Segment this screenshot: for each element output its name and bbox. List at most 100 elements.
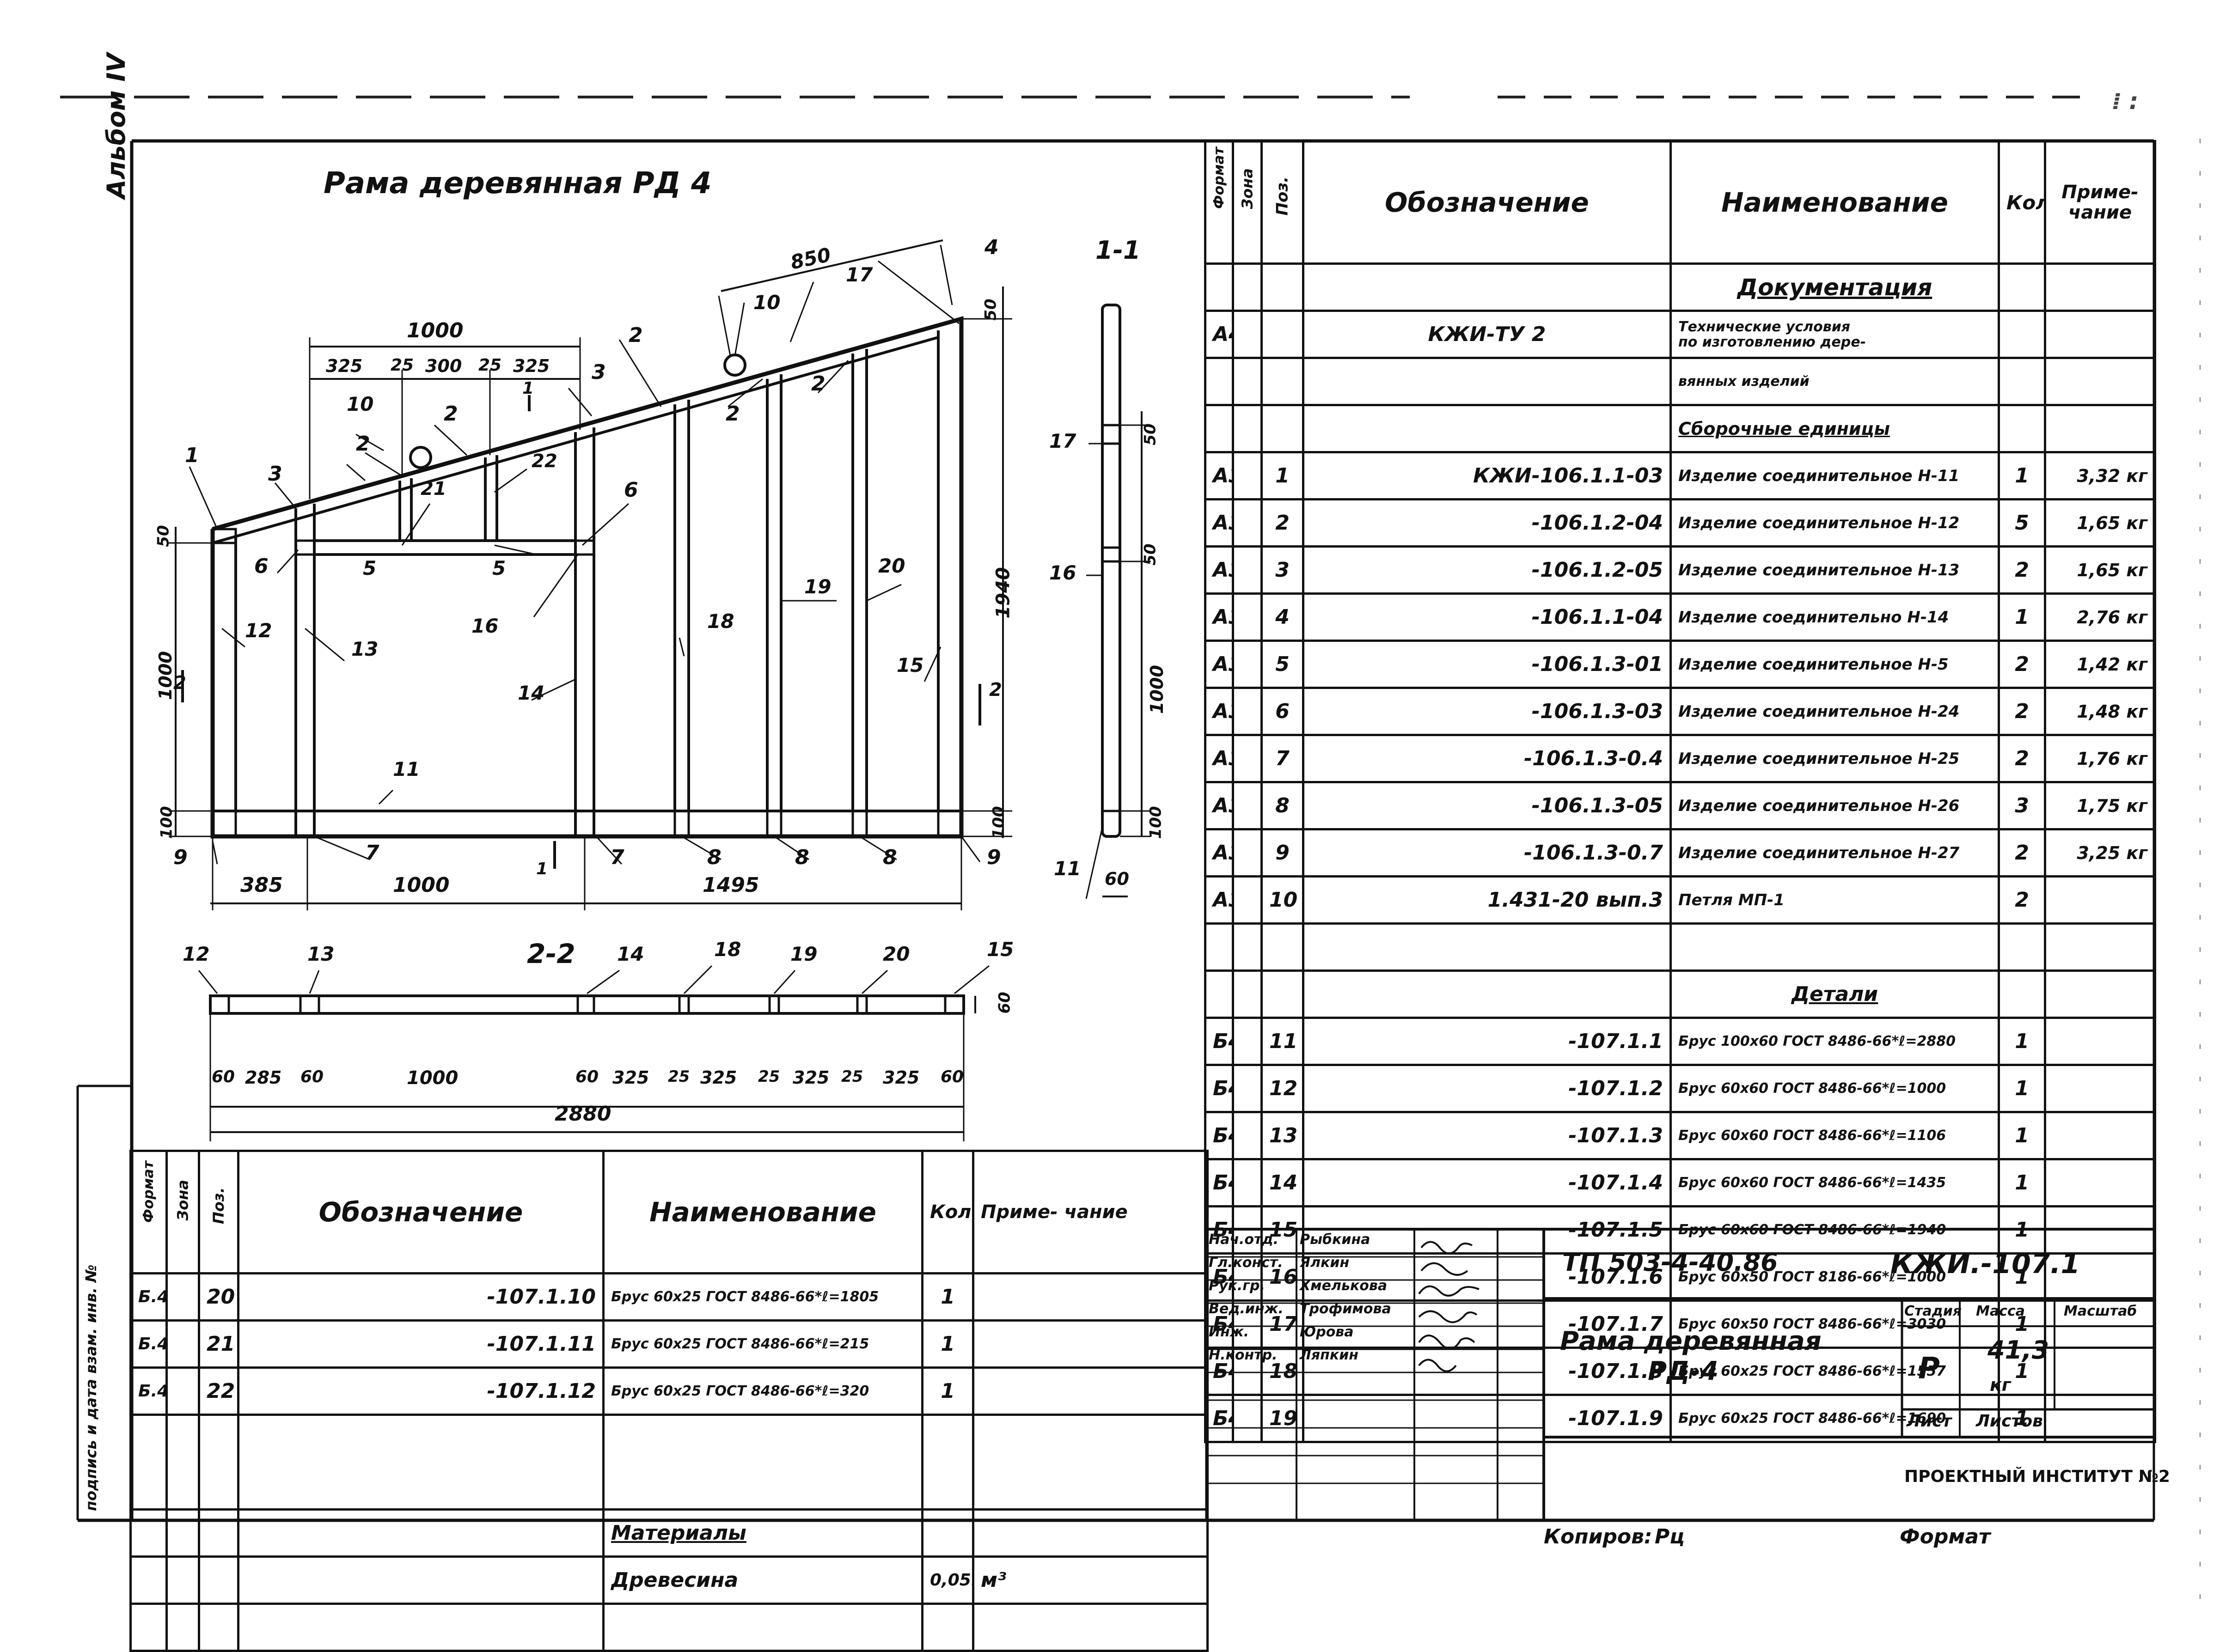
row-zone: [165, 1319, 200, 1369]
callout-5a: 5: [363, 557, 377, 579]
row-format: А3: [1204, 640, 1234, 689]
strip-callout-12: 12: [183, 943, 210, 965]
row-name: Брус 60х60 ГОСТ 8486-66*ℓ=1435: [1669, 1158, 2000, 1207]
row-format: А3: [1204, 498, 1234, 548]
row-format: Б4: [1204, 1252, 1234, 1302]
role-5: Инж.: [1209, 1324, 1249, 1340]
callout-6b: 6: [624, 478, 638, 502]
row-pos: 5: [1260, 640, 1304, 689]
row-designation: КЖИ-106.1.1-03: [1302, 451, 1672, 500]
callout-20: 20: [878, 555, 905, 577]
dim-325b: 325: [513, 356, 550, 376]
name-6: Ляпкин: [1300, 1347, 1359, 1363]
strip-dim-325b: 325: [700, 1067, 737, 1088]
row-name: Изделие соединительно Н-14: [1669, 592, 2000, 642]
organization-name: ПРОЕКТНЫЙ ИНСТИТУТ №2: [1904, 1467, 2170, 1486]
row-designation: -106.1.3-03: [1302, 687, 1672, 736]
row-format: Б.4: [129, 1319, 168, 1369]
row-note: [2044, 1347, 2156, 1396]
role-1: Нач.отд.: [1209, 1231, 1278, 1248]
row-format: А3: [1204, 592, 1234, 642]
row-pos: 21: [198, 1319, 239, 1369]
row-zone: [1232, 734, 1263, 783]
row-pos: 8: [1260, 781, 1304, 830]
row-pos: 3: [1260, 545, 1304, 595]
callout-5b: 5: [492, 557, 506, 579]
row-designation: -106.1.3-0.4: [1302, 734, 1672, 783]
materials-title: Материалы: [602, 1508, 923, 1558]
material-qty: 0,059: [921, 1555, 974, 1605]
row-note: 3,32 кг: [2044, 451, 2156, 500]
row-designation: -106.1.2-05: [1302, 545, 1672, 595]
row-designation: -107.1.8: [1302, 1347, 1672, 1396]
row-pos: 20: [198, 1272, 239, 1322]
row-pos: 11: [1260, 1017, 1304, 1066]
row-qty: 5: [1998, 498, 2046, 548]
strip-dim-60c: 60: [575, 1067, 599, 1086]
row-note: [2044, 875, 2156, 925]
callout-11: 11: [393, 758, 420, 780]
row-note: [972, 1366, 1209, 1416]
strip-callout-18: 18: [714, 938, 741, 961]
callout-2a: 2: [629, 323, 643, 347]
doc-row-name-line1: Технические условия: [1678, 318, 1850, 335]
strip-dim-25a: 25: [668, 1067, 690, 1086]
name-5: Юрова: [1300, 1324, 1354, 1340]
row-qty: 2: [1998, 545, 2046, 595]
spec2-header-designation: Обозначение: [237, 1150, 605, 1274]
row-qty: 1: [921, 1319, 974, 1369]
row-zone: [1232, 687, 1263, 736]
row-note: [2044, 1394, 2156, 1443]
row-qty: 1: [1998, 1064, 2046, 1113]
sheet-label: Лист: [1907, 1412, 1952, 1431]
strip-dim-1000: 1000: [407, 1067, 459, 1089]
document-code: КЖИ.-107.1: [1890, 1248, 2080, 1280]
row-name: Брус 60х25 ГОСТ 8486-66*ℓ=1557: [1669, 1347, 2000, 1396]
callout-2e: 2: [811, 372, 825, 396]
role-4: Вед.инж.: [1209, 1301, 1284, 1317]
row-zone: [1232, 1064, 1263, 1113]
row-pos: 1: [1260, 451, 1304, 500]
object-name-line1: Рама деревянная: [1560, 1326, 1822, 1356]
spec-section-documentation: Документация: [1204, 262, 2156, 312]
row-name: Брус 60х25 ГОСТ 8486-66*ℓ=1805: [602, 1272, 923, 1322]
callout-14: 14: [518, 682, 545, 704]
row-note: 1,42 кг: [2044, 640, 2156, 689]
row-note: [2044, 1158, 2156, 1207]
scale-label: Масштаб: [2064, 1303, 2137, 1319]
row-zone: [1232, 545, 1263, 595]
row-qty: 2: [1998, 875, 2046, 925]
row-designation: -107.1.3: [1302, 1111, 1672, 1160]
material-unit: м³: [972, 1555, 1209, 1605]
doc-row-name-line2: по изготовлению дере-: [1678, 334, 1866, 350]
spec-header-designation: Обозначение: [1302, 140, 1672, 265]
row-format: Б4: [1204, 1111, 1234, 1160]
row-qty: 1: [921, 1366, 974, 1416]
project-code: ТП 503-4-40.86: [1562, 1248, 1778, 1277]
row-name: Брус 100х60 ГОСТ 8486-66*ℓ=2880: [1669, 1017, 2000, 1066]
callout-15: 15: [897, 654, 924, 677]
section-callout-11: 11: [1054, 857, 1081, 880]
callout-2d: 2: [726, 402, 740, 426]
row-qty: 1: [921, 1272, 974, 1322]
callout-10b: 10: [347, 393, 374, 415]
row-note: [2044, 1017, 2156, 1066]
spec2-material-row: Древесина 0,059 м³: [129, 1555, 1209, 1605]
sheets-label: Листов: [1976, 1412, 2043, 1431]
spec-doc-row-continued: вянных изделий: [1204, 357, 2156, 406]
cut-1-bottom: 1: [536, 860, 548, 878]
title-block-roles: Нач.отд. Гл.конст. Рук.гр. Вед.инж. Инж.…: [1209, 1231, 1296, 1370]
